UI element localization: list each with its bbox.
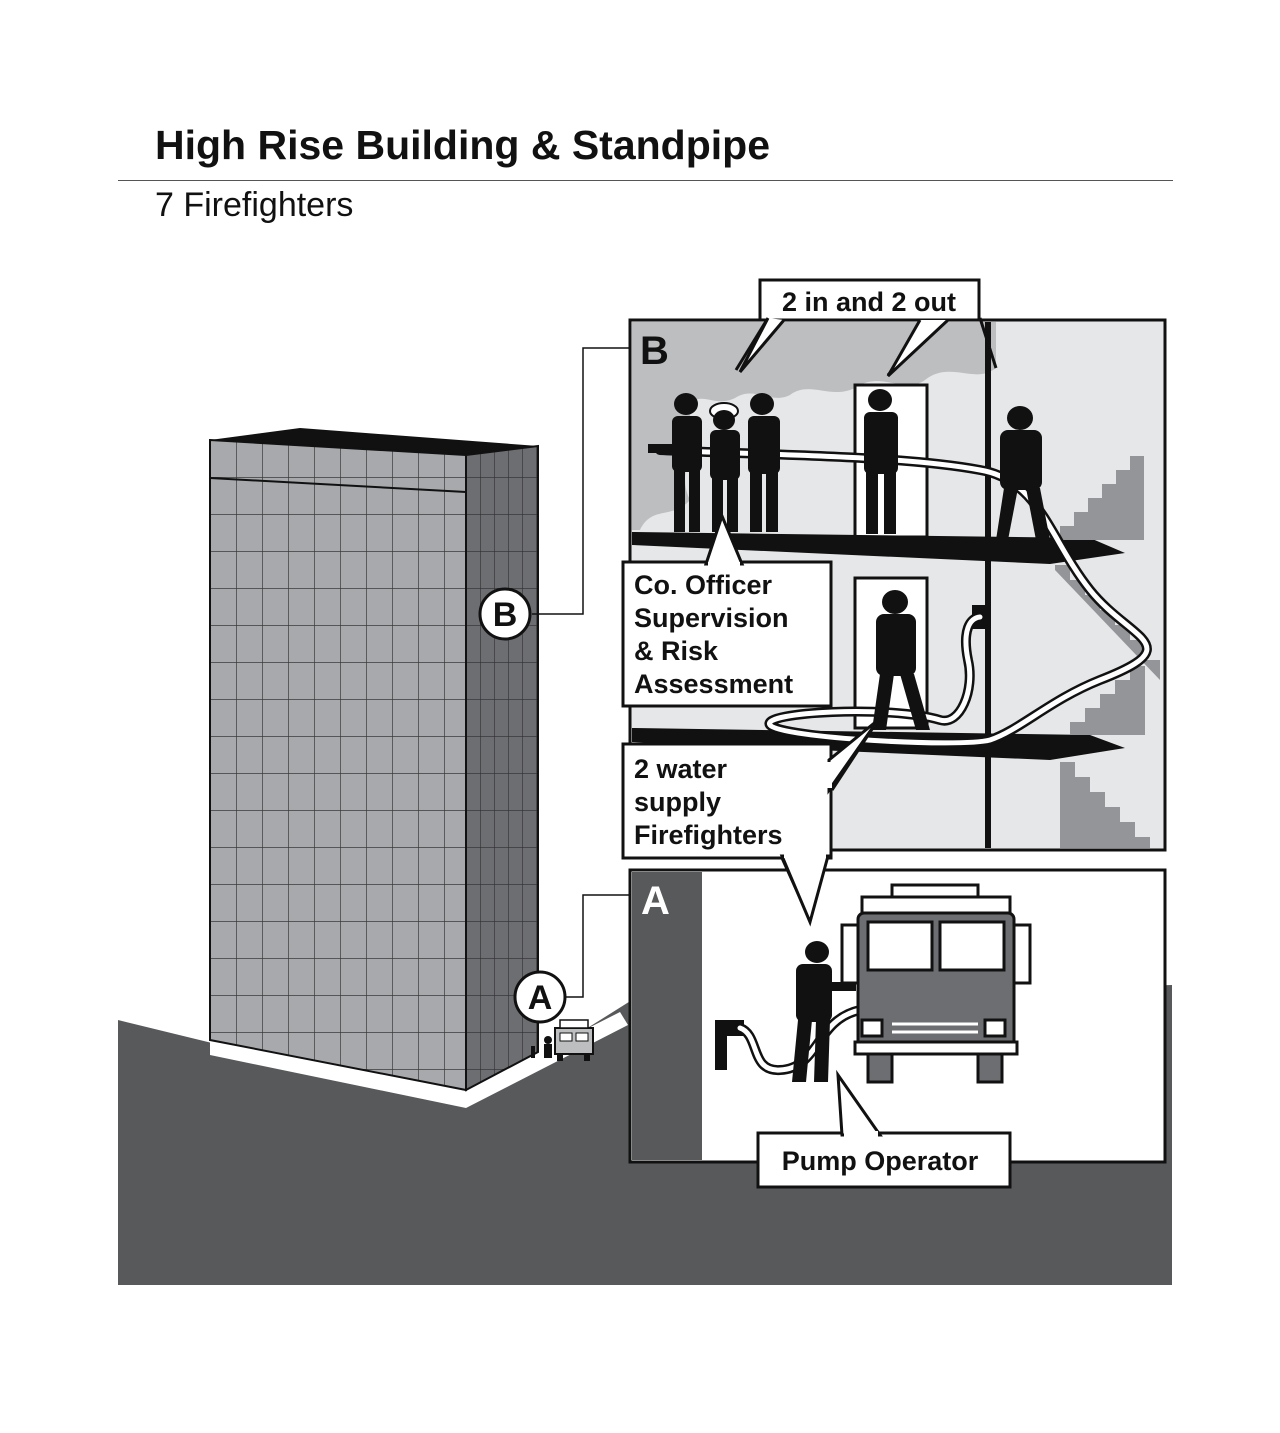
callout-officer-line: Supervision [634, 603, 789, 633]
stairs-upper [1060, 456, 1144, 540]
callout-water-supply-line: supply [634, 787, 721, 817]
page-title: High Rise Building & Standpipe [155, 122, 770, 168]
callout-officer-line: & Risk [634, 636, 719, 666]
sidewalk [210, 1012, 628, 1108]
stairs-lower [1060, 762, 1150, 848]
marker-b: B [478, 587, 532, 641]
firefighter-silhouette [864, 389, 898, 534]
marker-a-label: A [528, 979, 553, 1017]
callout-officer-line: Co. Officer [634, 570, 773, 600]
panel-upper-letter: B [640, 329, 669, 373]
panel-pump-area: A [628, 868, 1167, 1164]
firefighter-silhouette [748, 393, 780, 532]
stairs-middle [1055, 565, 1160, 735]
firefighter-silhouette [709, 402, 740, 532]
leader-line-b [532, 347, 630, 615]
page-subtitle: 7 Firefighters [155, 186, 354, 224]
callout-two-in-two-out: 2 in and 2 out [734, 278, 998, 378]
callout-pump-operator-text: Pump Operator [782, 1146, 979, 1176]
marker-b-label: B [493, 596, 518, 634]
callout-pump-operator: Pump Operator [756, 1069, 1012, 1189]
small-fire-engine-icon [531, 1019, 594, 1061]
title-divider [118, 180, 1173, 181]
callout-two-in-two-out-text: 2 in and 2 out [782, 287, 956, 317]
pump-operator-silhouette [792, 941, 856, 1082]
marker-a: A [513, 970, 567, 1024]
high-rise-building [209, 428, 539, 1092]
firefighter-silhouette [872, 590, 930, 730]
callout-water-supply-line: Firefighters [634, 820, 783, 850]
callout-officer: Co. Officer Supervision & Risk Assessmen… [621, 511, 833, 708]
leader-line-a [566, 894, 630, 998]
panel-lower-letter: A [641, 879, 670, 923]
callout-water-supply-line: 2 water [634, 754, 728, 784]
smoke-cloud [632, 322, 996, 530]
callout-officer-line: Assessment [634, 669, 793, 699]
fire-engine-icon [840, 883, 1032, 1084]
firefighter-silhouette [996, 406, 1050, 540]
firefighter-silhouette [648, 393, 702, 532]
callout-water-supply: 2 water supply Firefighters [621, 718, 880, 927]
